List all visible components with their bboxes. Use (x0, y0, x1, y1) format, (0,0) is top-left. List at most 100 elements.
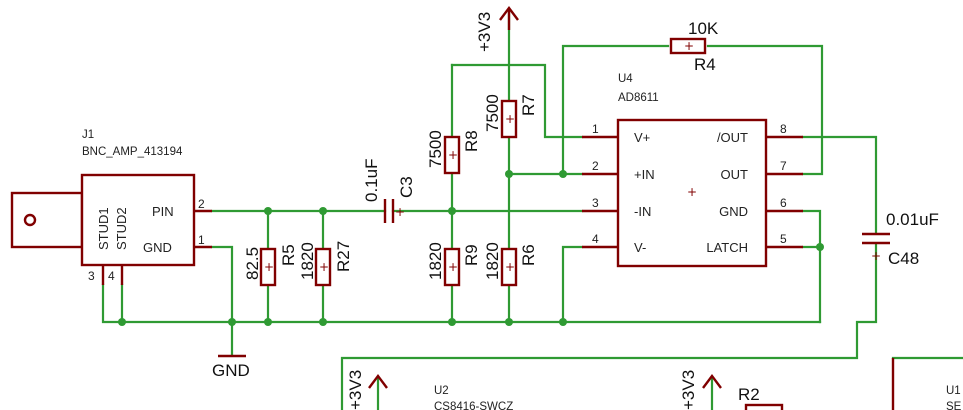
r6-mark: + (505, 260, 515, 274)
resistor-r6: + 1820 R6 (483, 242, 538, 287)
u4-pin-name-gnd: GND (719, 204, 748, 219)
u4-origin-mark: + (687, 185, 697, 199)
r8-mark: + (448, 148, 458, 162)
wire-vminus (561, 245, 584, 324)
gnd-label: GND (212, 361, 250, 380)
j1-value: BNC_AMP_413194 (82, 146, 183, 158)
r27-mark: + (319, 260, 329, 274)
junction-inn (448, 207, 456, 215)
resistor-r27: + 1820 R27 (298, 241, 353, 287)
r4-mark: + (684, 39, 694, 53)
r9-body (443, 247, 461, 287)
j1-stud1: STUD1 (96, 207, 111, 250)
junction-r27 (319, 207, 327, 215)
r27-ref: R27 (334, 241, 353, 272)
r8-value: 7500 (426, 130, 445, 168)
j1-pin-name-gnd: GND (143, 240, 172, 255)
c48-ref: C48 (888, 249, 919, 268)
u4-ref: U4 (618, 73, 633, 85)
u4-pin-name-out: OUT (721, 167, 749, 182)
r27-value: 1820 (298, 242, 317, 280)
vcc-arrow-icon (368, 374, 388, 389)
u1-value: SE (946, 401, 962, 410)
junction-gnd-vminus (559, 318, 567, 326)
wire-feedback-right (706, 44, 824, 176)
r6-body (500, 247, 518, 287)
r5-body (259, 247, 277, 287)
u4-pin-name-minus-in: -IN (634, 204, 651, 219)
junctions (118, 170, 824, 326)
j1-pin-4: 4 (108, 269, 115, 283)
part-u2: U2 CS8416-SWCZ (434, 385, 513, 410)
wire-gnd-latch (801, 209, 822, 324)
r4-body (669, 37, 707, 55)
j1-pin-2: 2 (198, 197, 205, 211)
junction-gnd-stud2 (118, 318, 126, 326)
resistor-r7: + 7500 R7 (483, 94, 538, 139)
u4-pin-name-nout: /OUT (717, 130, 748, 145)
r7-value: 7500 (483, 94, 502, 132)
vcc-arrow-icon (702, 374, 722, 389)
u4-pin-8: 8 (780, 122, 787, 136)
r8-body (443, 135, 461, 175)
bnc-center-icon (23, 213, 37, 227)
vcc-symbol: +3V3 (475, 6, 519, 52)
c3-ref: C3 (397, 176, 416, 198)
u4-pin-name-vplus: V+ (634, 130, 650, 145)
u4-pin-name-vminus: V- (634, 240, 646, 255)
j1-pin-name-pin: PIN (152, 204, 174, 219)
junction-gnd-j1 (228, 318, 236, 326)
r8-ref: R8 (462, 130, 481, 152)
r5-mark: + (264, 260, 274, 274)
r2-body (744, 403, 784, 410)
junction-r5 (264, 207, 272, 215)
r7-ref: R7 (519, 94, 538, 116)
part-u1: U1 SE (891, 358, 962, 410)
junction-plus-in (505, 170, 513, 178)
junction-gnd-r9 (448, 318, 456, 326)
u4-pin-7: 7 (780, 159, 787, 173)
gnd-symbol: GND (212, 354, 250, 380)
junction-latch (816, 243, 824, 251)
u4-pin-name-latch: LATCH (706, 240, 748, 255)
j1-stud2: STUD2 (114, 207, 129, 250)
r7-body (500, 99, 518, 139)
u4-value: AD8611 (618, 92, 659, 104)
wire-nout (801, 135, 878, 234)
u4-pin-6: 6 (780, 196, 787, 210)
wire-j1-gnd (210, 245, 234, 357)
r2-ref: R2 (738, 385, 760, 404)
capacitor-c48: + 0.01uF C48 (862, 210, 939, 268)
u1-ref: U1 (946, 385, 961, 397)
resistor-r8: + 7500 R8 (426, 130, 481, 175)
c3-value: 0.1uF (362, 159, 381, 202)
j1-body (80, 173, 196, 267)
u2-value: CS8416-SWCZ (434, 401, 513, 410)
resistor-r9: + 1820 R9 (426, 242, 481, 287)
u4-body (616, 118, 768, 268)
j1-ref: J1 (82, 129, 94, 141)
r9-mark: + (448, 260, 458, 274)
connector-j1: J1 BNC_AMP_413194 PIN GND STUD1 STUD2 2 … (10, 129, 212, 285)
u2-ref: U2 (434, 385, 449, 397)
vcc-label: +3V3 (475, 12, 494, 52)
resistor-r2: R2 (738, 385, 784, 410)
r4-value: 10K (688, 19, 719, 38)
resistor-r5: + 82.5 R5 (243, 244, 298, 287)
u4-pin-name-plus-in: +IN (634, 167, 655, 182)
vcc-label-lower-2: +3V3 (679, 370, 698, 410)
bnc-body (10, 191, 84, 249)
u4-pin-4: 4 (592, 232, 599, 246)
wire-feedback-left (561, 44, 670, 176)
vcc-symbol-lower-2: +3V3 (679, 370, 722, 410)
j1-pin-3: 3 (88, 269, 95, 283)
r7-mark: + (505, 112, 515, 126)
wire-c48-out (340, 242, 878, 410)
r9-value: 1820 (426, 242, 445, 280)
u4-pin-3: 3 (592, 196, 599, 210)
u4-pin-1: 1 (592, 122, 599, 136)
resistor-r4: + 10K R4 (669, 19, 719, 74)
r4-ref: R4 (694, 55, 716, 74)
r9-ref: R9 (462, 244, 481, 266)
